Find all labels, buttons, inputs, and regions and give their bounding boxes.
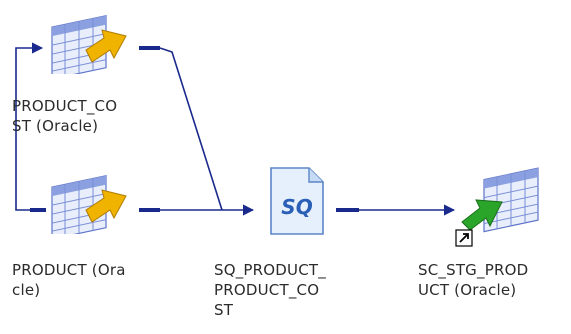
node-label: PRODUCT (Ora cle) xyxy=(12,261,126,299)
node-source-qualifier[interactable]: SQ SQ_PRODUCT_ PRODUCT_CO ST xyxy=(210,160,360,330)
source-qualifier-icon: SQ xyxy=(270,167,324,235)
node-target[interactable]: SC_STG_PROD UCT (Oracle) xyxy=(410,160,571,310)
node-label: PRODUCT_CO ST (Oracle) xyxy=(12,97,118,135)
source-table-icon xyxy=(51,14,127,74)
sq-icon-text: SQ xyxy=(281,195,312,219)
link-product-cost-to-sq xyxy=(159,47,223,211)
node-label: SC_STG_PROD UCT (Oracle) xyxy=(418,261,529,299)
node-product-cost[interactable]: PRODUCT_CO ST (Oracle) xyxy=(0,0,160,160)
shortcut-icon xyxy=(455,229,473,247)
node-label: SQ_PRODUCT_ PRODUCT_CO ST xyxy=(214,261,326,319)
node-product[interactable]: PRODUCT (Ora cle) xyxy=(0,160,160,310)
target-table-icon xyxy=(455,167,539,247)
source-table-icon xyxy=(51,174,127,234)
